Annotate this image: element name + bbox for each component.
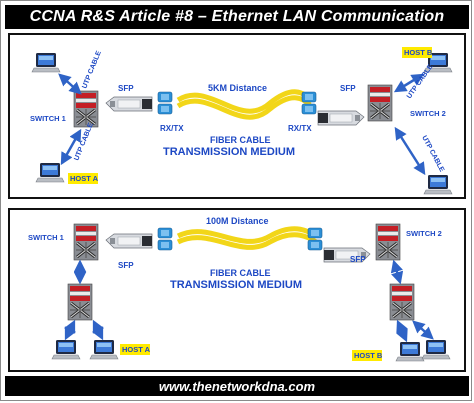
lc-connector-icon [157,91,173,115]
footer-bar: www.thenetworkdna.com [5,376,469,396]
switch-label: SWITCH 1 [28,233,64,242]
utp-cable-label: UTP CABLE [81,50,103,90]
utp-cable-arrow [60,128,82,166]
host-label: HOST B [354,351,383,360]
host-label-highlight [120,344,150,355]
laptop-icon [35,162,65,183]
switch-label: SWITCH 2 [410,109,446,118]
sfp-label: SFP [350,255,366,264]
laptop-icon [51,339,81,360]
fiber-cable-strand [176,95,312,120]
utp-cable-arrow [393,73,425,93]
host-label-highlight [402,47,432,58]
utp-cable-label: UTP CABLE [420,135,445,174]
host-label: HOST A [70,174,99,183]
switch-icon [72,222,100,262]
sfp-label: SFP [118,261,134,270]
switch-icon [72,89,100,129]
laptop-icon [423,174,453,195]
panel2-canvas: 100M Distance FIBER CABLE TRANSMISSION M… [28,216,451,362]
laptop-icon [421,339,451,360]
diagram-panel-5km: 5KM Distance FIBER CABLE TRANSMISSION ME… [8,33,466,199]
switch-label: SWITCH 2 [406,229,442,238]
fiber-cable-strand [176,232,318,250]
medium-label: TRANSMISSION MEDIUM [170,279,302,291]
title-text: CCNA R&S Article #8 – Ethernet LAN Commu… [29,8,445,25]
laptop-icon [31,52,61,73]
host-label-highlight [352,350,382,361]
distance-label: 5KM Distance [208,83,267,93]
sfp-label: SFP [118,84,134,93]
sfp-module-icon [105,96,153,112]
sfp-module-icon [105,233,153,249]
diagram-panel-100m: 100M Distance FIBER CABLE TRANSMISSION M… [8,208,466,372]
utp-cable-arrow [412,320,434,340]
utp-cable-arrow [91,319,105,341]
switch-icon [66,282,94,322]
panel1-canvas: 5KM Distance FIBER CABLE TRANSMISSION ME… [30,47,453,195]
fiber-cable-strand [176,89,312,114]
switch-icon [366,83,394,123]
utp-cable-label: UTP CABLE [73,122,95,162]
utp-cable-arrow [396,319,408,343]
fiber-cable-label: FIBER CABLE [210,135,271,145]
utp-cable-arrow [394,126,426,176]
switch-icon [388,282,416,322]
rxtx-label: RX/TX [160,124,184,133]
title-bar: CCNA R&S Article #8 – Ethernet LAN Commu… [5,5,469,29]
footer-url: www.thenetworkdna.com [158,378,316,394]
switch-icon [374,222,402,262]
host-label: HOST B [404,48,433,57]
switch-label: SWITCH 1 [30,114,66,123]
utp-cable-arrow [63,319,77,341]
fiber-cable-strand [176,226,318,244]
utp-cable-arrow [390,259,404,285]
host-label-highlight [68,173,98,184]
rxtx-label: RX/TX [288,124,312,133]
fiber-cable-label: FIBER CABLE [210,268,271,278]
distance-label: 100M Distance [206,216,269,226]
laptop-icon [395,341,425,362]
medium-label: TRANSMISSION MEDIUM [163,146,295,158]
sfp-label: SFP [340,84,356,93]
lc-connector-icon [157,227,173,251]
laptop-icon [89,339,119,360]
utp-cable-arrow [58,73,82,95]
host-label: HOST A [122,345,151,354]
sfp-module-icon [317,110,365,126]
